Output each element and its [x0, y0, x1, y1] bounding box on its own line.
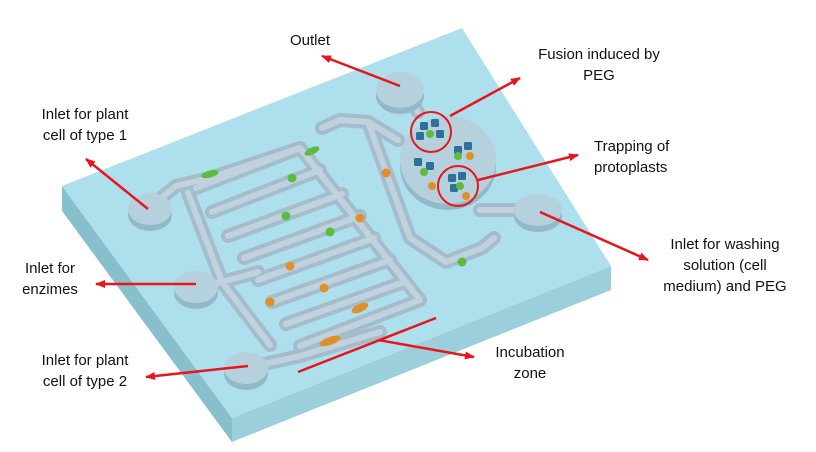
arrow-fusion	[449, 76, 521, 118]
green-cell	[325, 227, 335, 237]
trap-highlight-circle	[437, 165, 479, 207]
label-inlet-washing: Inlet for washing solution (cell medium)…	[663, 236, 787, 295]
label-inlet-type2: Inlet for plant cell of type 2	[41, 352, 129, 390]
orange-cell	[265, 297, 275, 307]
cells-in-channels	[201, 146, 467, 347]
orange-cell	[319, 335, 341, 347]
orange-cell	[355, 213, 365, 223]
green-cell	[287, 173, 297, 183]
incubation-zone-line	[297, 316, 437, 374]
green-cell	[201, 169, 219, 179]
arrow-inlet-washing	[539, 210, 649, 262]
label-incubation: Incubation zone	[495, 344, 565, 382]
callout-arrows	[85, 54, 649, 381]
label-fusion: Fusion induced by PEG	[538, 46, 660, 84]
green-cell	[457, 257, 467, 267]
arrow-trapping	[477, 153, 579, 182]
arrow-inlet-type2	[145, 364, 249, 381]
orange-cell	[351, 302, 369, 314]
arrow-inlet-type1	[85, 158, 149, 210]
channel-network	[143, 85, 539, 375]
orange-cell	[381, 168, 391, 178]
label-trapping: Trapping of protoplasts	[594, 138, 670, 176]
orange-cell	[285, 261, 295, 271]
orange-cell	[319, 283, 329, 293]
chip-side-left	[62, 186, 232, 442]
arrow-incubation	[377, 338, 475, 360]
green-cell	[304, 146, 320, 156]
label-inlet-enzymes: Inlet for enzimes	[22, 260, 78, 298]
fusion-highlight-circle	[410, 111, 452, 153]
label-outlet: Outlet	[290, 32, 331, 49]
arrow-outlet	[321, 54, 401, 88]
green-cell	[281, 211, 291, 221]
chip-side-right	[232, 266, 611, 442]
label-inlet-type1: Inlet for plant cell of type 1	[41, 106, 129, 144]
trapped-protoplasts	[414, 119, 474, 200]
